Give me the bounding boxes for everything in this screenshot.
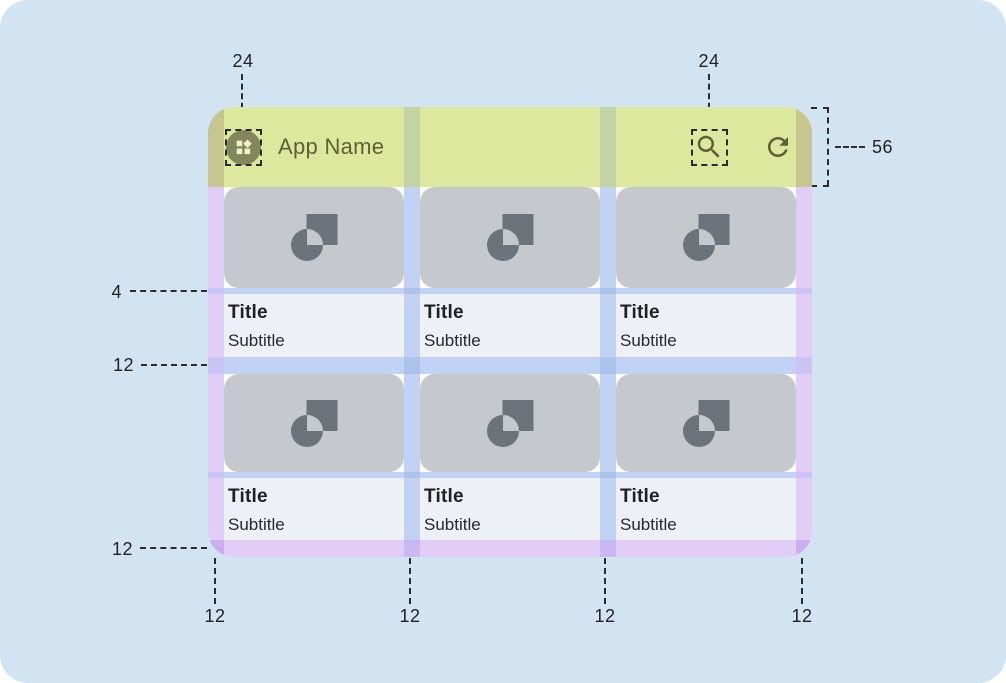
card-media[interactable] xyxy=(420,187,600,288)
dimension-label-12-bottom-margin: 12 xyxy=(111,539,133,559)
dimension-leader-line xyxy=(141,364,207,366)
dimension-label-24-right: 24 xyxy=(698,51,720,71)
card-subtitle: Subtitle xyxy=(620,515,677,534)
card-text[interactable]: Title Subtitle xyxy=(420,478,600,540)
highlight-overlap xyxy=(600,472,616,478)
image-placeholder-icon xyxy=(290,399,337,447)
highlight-overlap xyxy=(600,357,616,374)
highlight-overlap xyxy=(208,472,224,478)
highlight-appbar-left-margin xyxy=(208,107,224,187)
highlight-overlap xyxy=(796,357,812,374)
card-media[interactable] xyxy=(616,374,796,472)
highlight-gap-4 xyxy=(208,472,812,478)
highlight-appbar-right-margin xyxy=(796,107,812,187)
app-logo-button[interactable] xyxy=(226,130,261,165)
card-text[interactable]: Title Subtitle xyxy=(224,478,404,540)
dimension-leader-line xyxy=(604,558,606,604)
highlight-appbar-gutter xyxy=(600,107,616,187)
card-title: Title xyxy=(620,486,660,507)
dimension-leader-line xyxy=(214,558,216,604)
bracket-top-tick xyxy=(811,107,829,109)
image-placeholder-icon xyxy=(486,214,533,261)
highlight-overlap xyxy=(600,540,616,557)
highlight-gap-4 xyxy=(208,288,812,294)
dimension-label-12-gutter-2: 12 xyxy=(594,606,616,626)
highlight-appbar-gutter xyxy=(404,107,420,187)
card-subtitle: Subtitle xyxy=(228,331,285,350)
dimension-leader-line xyxy=(241,74,243,128)
card-subtitle: Subtitle xyxy=(228,515,285,534)
dimension-label-12-rowgap: 12 xyxy=(112,355,134,375)
card-title: Title xyxy=(620,302,660,323)
highlight-overlap xyxy=(404,540,420,557)
highlight-overlap xyxy=(796,288,812,294)
card-title: Title xyxy=(424,302,464,323)
image-placeholder-icon xyxy=(486,399,533,447)
card-title: Title xyxy=(228,302,268,323)
dimension-leader-line xyxy=(140,547,207,549)
icon-bounds-box xyxy=(225,129,262,166)
card-media[interactable] xyxy=(616,187,796,288)
highlight-overlap xyxy=(796,540,812,557)
highlight-overlap xyxy=(208,288,224,294)
card-subtitle: Subtitle xyxy=(424,331,481,350)
search-icon[interactable] xyxy=(694,132,724,162)
app-layout-mock: Title Subtitle Title Subtitle Title Subt… xyxy=(208,107,812,557)
refresh-icon[interactable] xyxy=(763,132,793,162)
dimension-leader-line xyxy=(801,558,803,604)
card-text[interactable]: Title Subtitle xyxy=(420,294,600,357)
dimension-label-12-gutter-1: 12 xyxy=(399,606,421,626)
highlight-overlap xyxy=(404,472,420,478)
dimension-label-56: 56 xyxy=(872,137,894,157)
app-name-title: App Name xyxy=(278,134,385,159)
dimension-label-12-right-margin: 12 xyxy=(791,606,813,626)
dimension-label-24-left: 24 xyxy=(232,51,254,71)
image-placeholder-icon xyxy=(290,214,337,261)
dimension-leader-line xyxy=(708,74,710,128)
dimension-leader-line xyxy=(409,558,411,604)
card-text[interactable]: Title Subtitle xyxy=(224,294,404,357)
dimension-label-12-left-margin: 12 xyxy=(204,606,226,626)
bracket-bottom-tick xyxy=(811,185,829,187)
highlight-bottom-margin xyxy=(208,540,812,557)
highlight-overlap xyxy=(404,357,420,374)
card-media[interactable] xyxy=(224,187,404,288)
card-subtitle: Subtitle xyxy=(620,331,677,350)
image-placeholder-icon xyxy=(682,399,729,447)
app-logo-icon xyxy=(236,139,252,155)
dimension-leader-line xyxy=(130,290,207,292)
card-media[interactable] xyxy=(420,374,600,472)
bracket-line xyxy=(827,107,829,186)
dimension-label-4: 4 xyxy=(111,282,122,302)
highlight-overlap xyxy=(796,472,812,478)
card-title: Title xyxy=(424,486,464,507)
card-text[interactable]: Title Subtitle xyxy=(616,478,796,540)
card-media[interactable] xyxy=(224,374,404,472)
highlight-overlap xyxy=(208,357,224,374)
highlight-row-gap-12 xyxy=(208,357,812,374)
card-text[interactable]: Title Subtitle xyxy=(616,294,796,357)
icon-bounds-box xyxy=(691,129,728,166)
highlight-overlap xyxy=(404,288,420,294)
dimension-leader-line xyxy=(835,146,865,148)
highlight-overlap xyxy=(208,540,224,557)
card-title: Title xyxy=(228,486,268,507)
highlight-overlap xyxy=(600,288,616,294)
image-placeholder-icon xyxy=(682,214,729,261)
card-subtitle: Subtitle xyxy=(424,515,481,534)
